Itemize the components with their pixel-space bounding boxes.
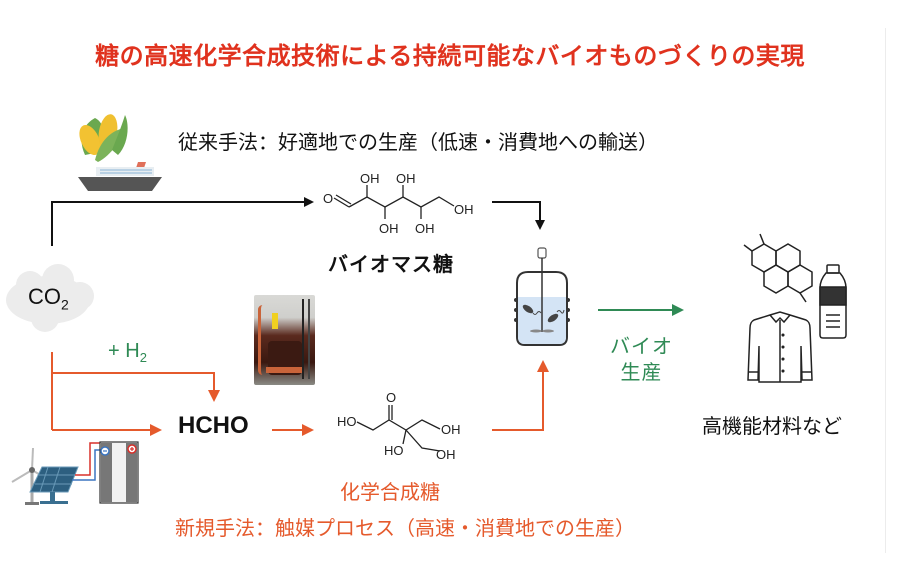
co2-label: CO2 [28,284,69,312]
hcho-label: HCHO [178,412,249,439]
conventional-arrow [51,197,314,246]
bio-production-line1: バイオ [610,334,673,358]
glucose-atom: O [323,191,333,206]
glucose-atom: OH [396,171,416,186]
polymer-structure-icon [743,233,813,303]
shirt-icon [747,311,813,383]
h2-subscript: 2 [139,350,147,365]
page-title: 糖の高速化学合成技術による持続可能なバイオものづくりの実現 [95,42,805,70]
new-method-label: 新規手法：触媒プロセス（高速・消費地での生産） [175,516,635,540]
chemical-sugar-label: 化学合成糖 [340,480,440,504]
sugar-to-reactor-arrow [492,360,549,431]
co2-text: CO [28,284,61,309]
solar-panel-icon [29,466,79,504]
biomass-sugar-label: バイオマス糖 [328,252,454,276]
biomass-to-reactor-arrow [492,201,545,230]
electrolyzer-icon [72,441,139,504]
co2-subscript: 2 [61,296,69,313]
glucose-structure: O OH OH OH OH OH [323,171,474,236]
sugar-atom: OH [441,422,461,437]
corn-icon [79,114,128,162]
bottle-icon [819,264,847,339]
glucose-atom: OH [415,221,435,236]
glucose-atom: OH [454,202,474,217]
h2-reagent-label: + H2 [108,340,147,365]
reactor-photo [254,295,315,385]
bio-production-label: バイオ 生産 [610,333,673,385]
renewable-energy-icon [11,447,79,505]
sugar-atom: O [386,390,396,405]
bioreactor-icon [514,247,570,346]
bio-production-line2: 生産 [620,360,663,384]
chemical-sugar-structure: HO O OH HO OH [337,390,461,462]
sugar-atom: HO [337,414,357,429]
functional-materials-label: 高機能材料など [702,414,842,438]
co2-cloud-icon [6,264,94,332]
sugar-atom: HO [384,443,404,458]
h2-text: + H [108,340,140,362]
glucose-atom: OH [379,221,399,236]
glucose-atom: OH [360,171,380,186]
cargo-ship-icon [78,162,162,191]
slide-border [885,28,886,553]
corn-ship-icon [78,114,162,191]
sugar-atom: OH [436,447,456,462]
h2-arrow [52,372,220,402]
conventional-method-label: 従来手法：好適地での生産（低速・消費地への輸送） [178,130,658,154]
